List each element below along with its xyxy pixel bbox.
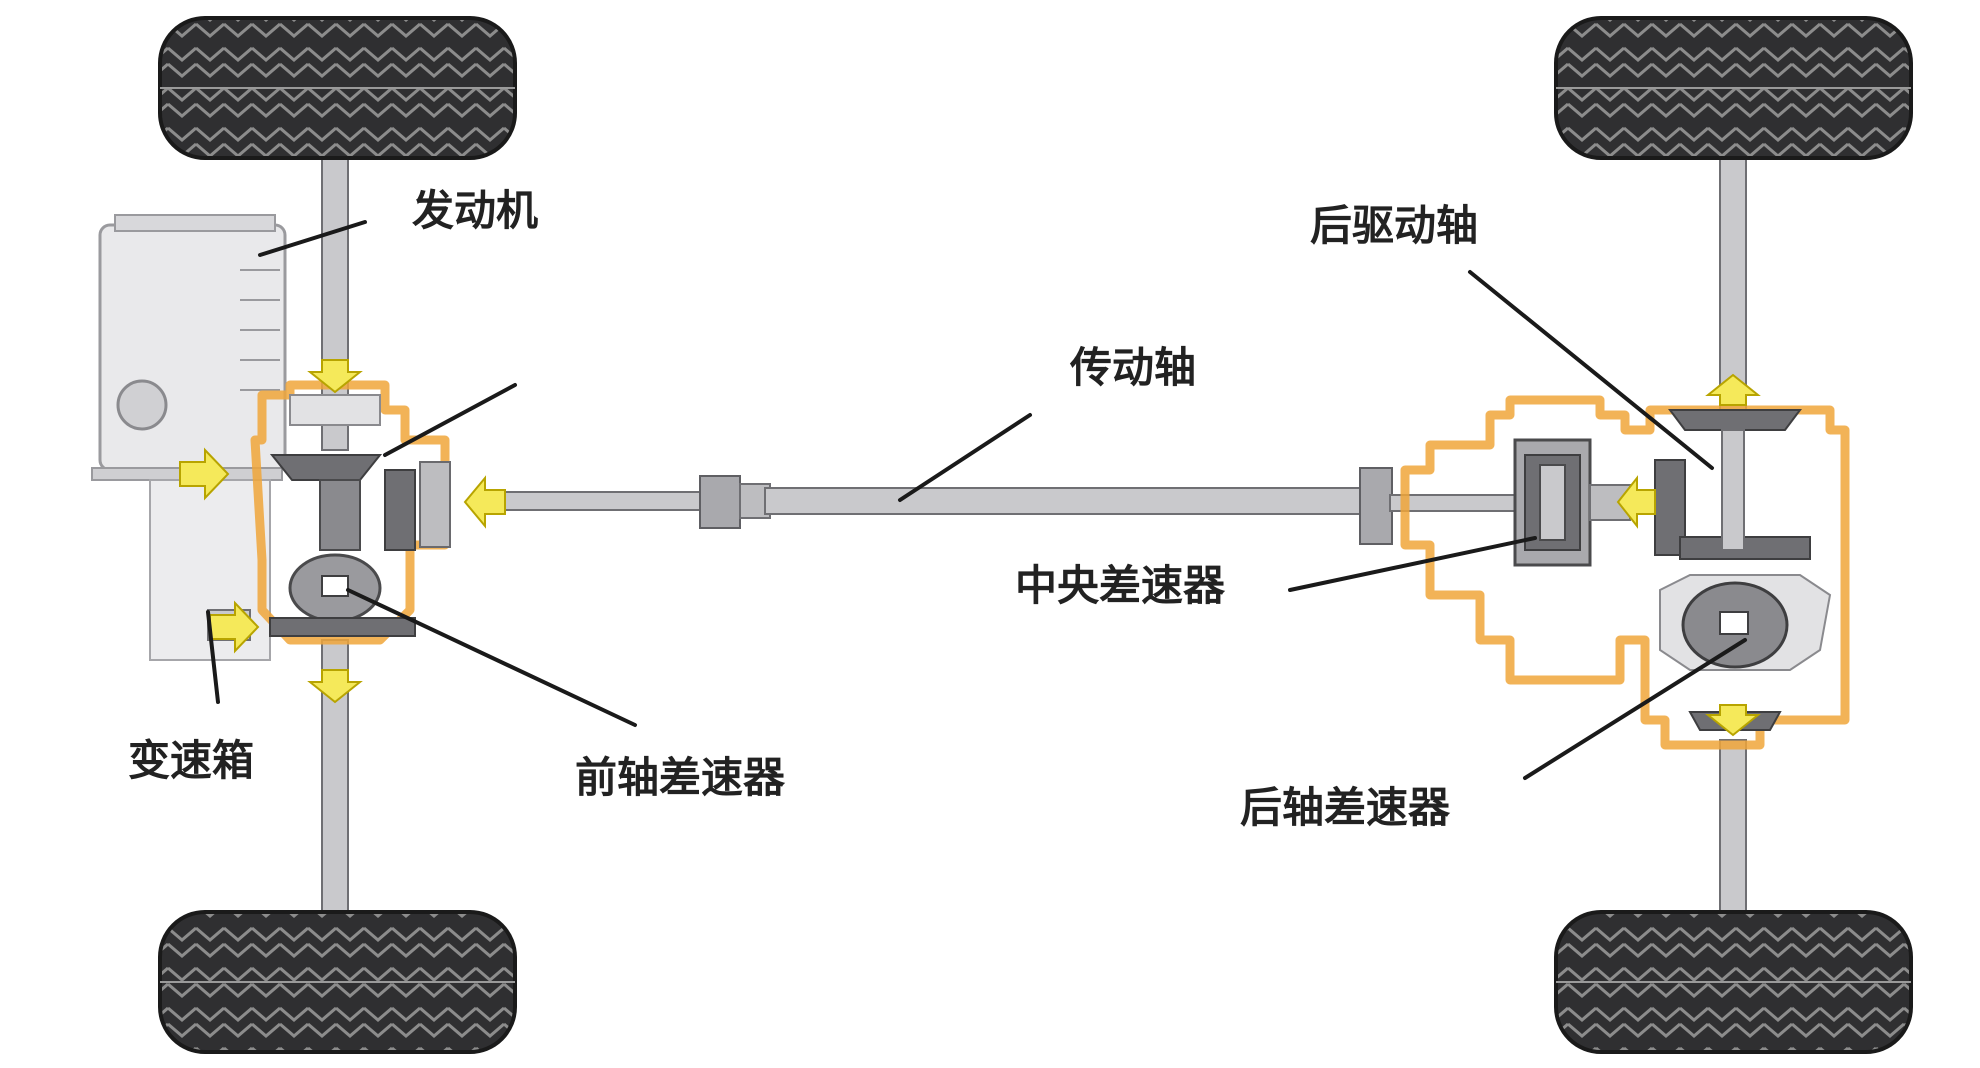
rear-axle-upper <box>1719 149 1747 411</box>
leader-front-gear <box>383 383 517 457</box>
front-left-tire <box>158 16 517 160</box>
label-rear-diff: 后轴差速器 <box>1240 783 1451 832</box>
leader-transmission <box>206 610 220 704</box>
arrow-rear-axle-down <box>1705 704 1761 737</box>
leader-engine <box>258 220 367 257</box>
arrow-gearbox-right <box>209 600 260 654</box>
leader-rear-drive-shaft <box>1468 270 1714 470</box>
label-transmission: 变速箱 <box>128 736 254 785</box>
arrow-driveshaft-left <box>463 475 506 529</box>
arrow-rear-axle-up <box>1705 373 1761 406</box>
arrow-transmission-right <box>179 447 230 501</box>
label-center-diff: 中央差速器 <box>1015 561 1226 610</box>
driveshaft <box>489 467 1516 545</box>
front-right-tire <box>158 910 517 1054</box>
leader-front-diff <box>346 588 637 727</box>
rear-right-tire <box>1554 910 1913 1054</box>
label-engine: 发动机 <box>412 186 538 235</box>
arrow-front-axle-down <box>307 669 363 704</box>
rear-axle-lower <box>1719 739 1747 931</box>
power-flow-arrows <box>179 359 1761 737</box>
rear-housing <box>1400 395 1850 750</box>
rear-left-tire <box>1554 16 1913 160</box>
label-front-diff: 前轴差速器 <box>575 753 786 802</box>
leader-center-diff <box>1288 536 1537 592</box>
leader-rear-diff <box>1523 638 1747 780</box>
arrow-center-diff <box>1616 475 1656 529</box>
label-driveshaft: 传动轴 <box>1069 343 1196 392</box>
label-rear-drive-shaft: 后驱动轴 <box>1310 201 1478 250</box>
arrow-engine-down <box>307 359 363 394</box>
leader-driveshaft <box>898 413 1032 502</box>
